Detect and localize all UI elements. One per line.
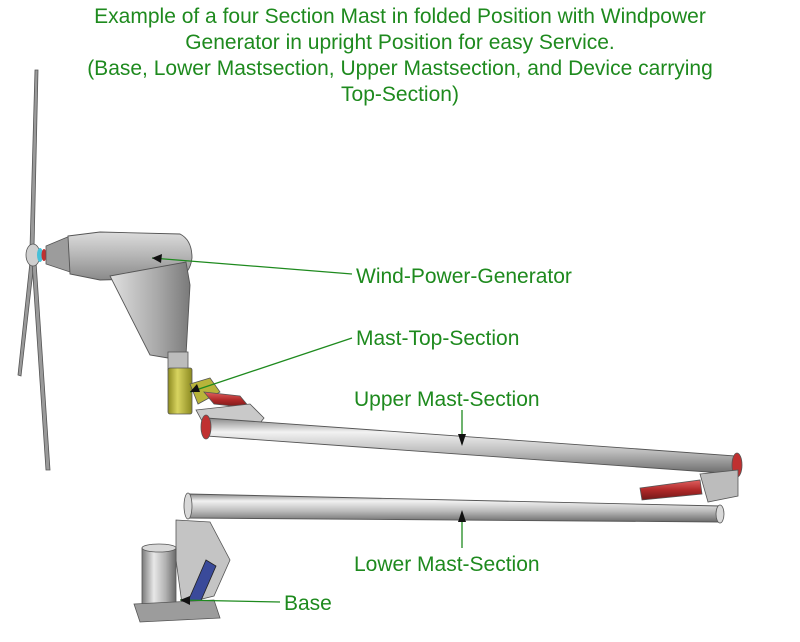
upper-mast-tube — [205, 417, 737, 475]
label-mast-top-section: Mast-Top-Section — [356, 327, 519, 350]
rotor — [17, 69, 51, 471]
arrow-upper-section — [458, 434, 466, 446]
title-line-3: (Base, Lower Mastsection, Upper Mastsect… — [87, 57, 713, 80]
top-section-housing — [167, 367, 193, 415]
middle-hinge-strut — [639, 479, 703, 501]
nacelle-nose — [45, 235, 71, 273]
leader-top-section — [189, 337, 353, 393]
label-base: Base — [284, 592, 332, 615]
lower-mast-section — [183, 492, 725, 524]
upper-mast-section — [200, 414, 743, 478]
hub-accent — [37, 248, 43, 262]
hub-flange — [41, 249, 47, 261]
arrow-base — [180, 596, 190, 605]
upper-mast-flange-left — [200, 414, 212, 440]
middle-hinge-plate — [699, 469, 739, 503]
base-cylinder-top — [141, 543, 177, 553]
base-plate — [133, 599, 221, 623]
lower-mast-flange-left — [183, 492, 193, 520]
arrow-top-section — [190, 384, 200, 392]
rotor-blade-down-left — [17, 261, 35, 377]
title-line-4: Top-Section) — [341, 83, 459, 106]
title-line-2: Generator in upright Position for easy S… — [185, 31, 615, 54]
arrow-generator — [152, 254, 162, 263]
title-line-1: Example of a four Section Mast in folded… — [94, 5, 706, 28]
base-cylinder — [141, 547, 177, 611]
leader-base — [179, 599, 281, 603]
leaders — [151, 254, 466, 605]
lower-mast-tube — [187, 493, 721, 523]
generator — [45, 231, 193, 371]
label-lower-mast-section: Lower Mast-Section — [354, 553, 540, 576]
diagram-title: Example of a four Section Mast in folded… — [0, 4, 800, 108]
rotor-blade-down-right — [31, 261, 51, 471]
nacelle-neck — [167, 351, 189, 371]
lower-mast-flange-right — [715, 504, 725, 524]
base — [133, 519, 231, 623]
label-upper-mast-section: Upper Mast-Section — [354, 388, 540, 411]
leader-generator — [151, 257, 353, 275]
middle-hinge — [639, 469, 739, 503]
rotor-blade-up — [29, 69, 39, 249]
label-wind-power-generator: Wind-Power-Generator — [356, 265, 572, 288]
arrow-lower-section — [458, 510, 466, 522]
nacelle-tail — [109, 261, 191, 359]
